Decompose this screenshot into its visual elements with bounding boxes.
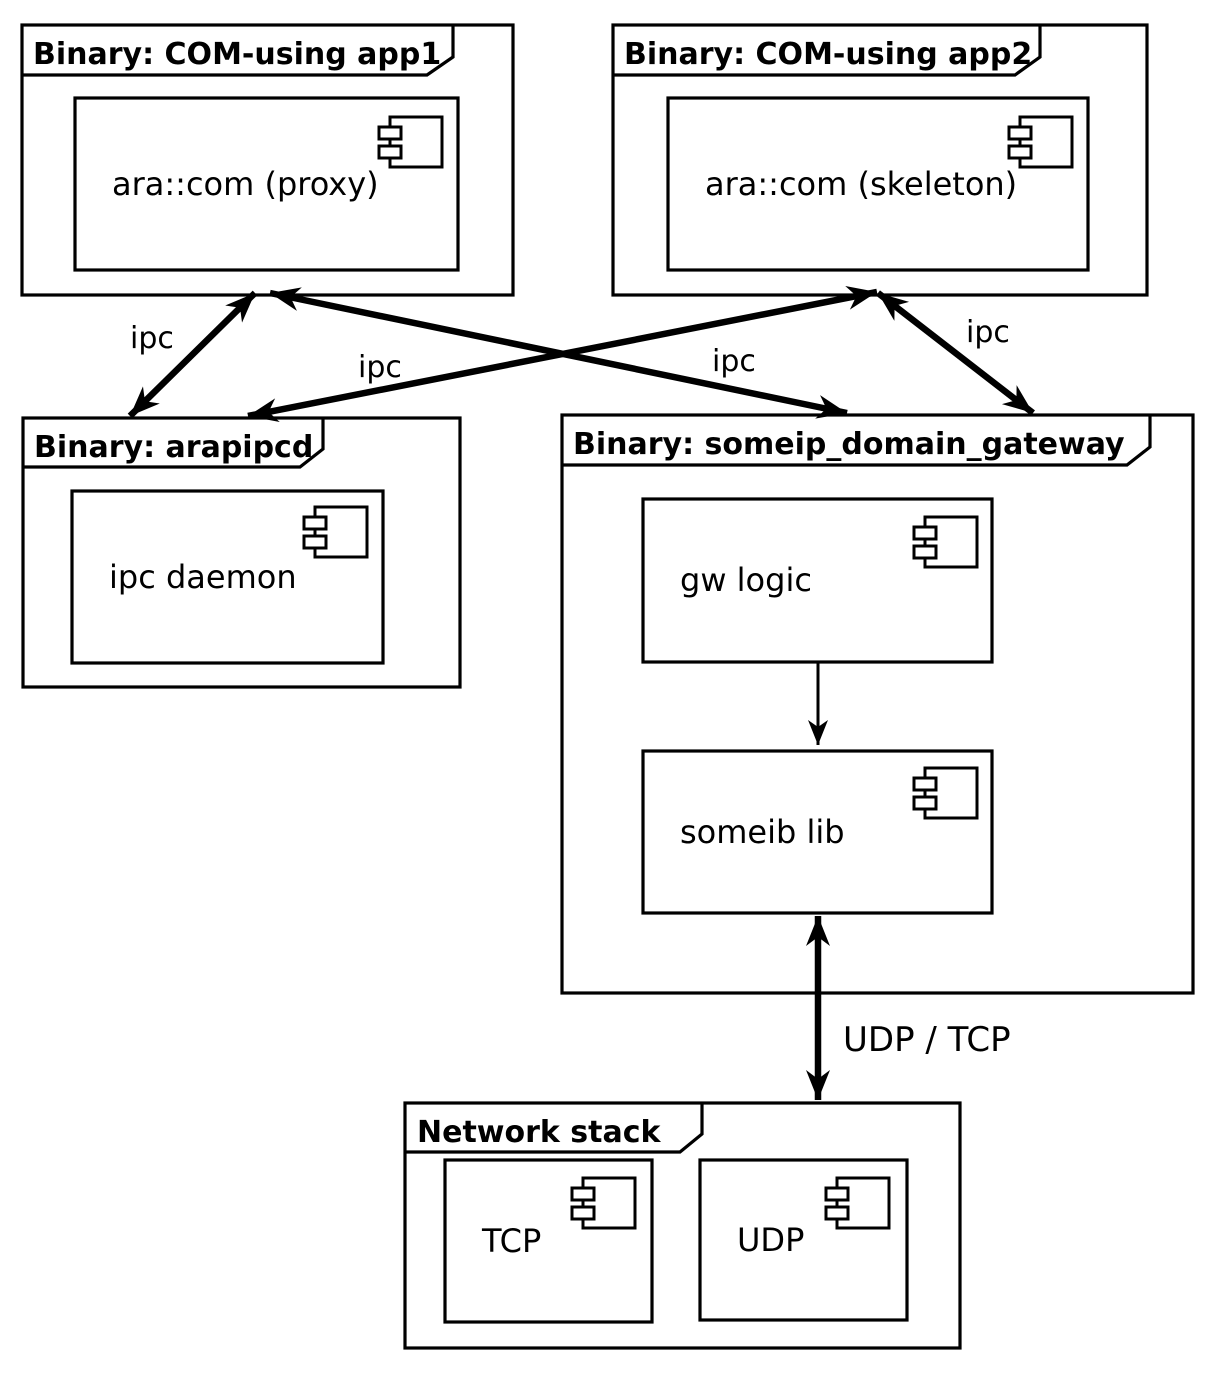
edges: ipc ipc ipc ipc UDP / TCP	[127, 286, 1035, 1100]
component-icon	[1007, 115, 1074, 169]
component-tcp: TCP	[443, 1158, 654, 1324]
package-tab	[613, 25, 1042, 77]
component-ipc-daemon: ipc daemon	[70, 489, 385, 665]
package-title: Binary: arapipcd	[34, 430, 313, 465]
package-title: Binary: someip_domain_gateway	[573, 427, 1125, 462]
component-ara-com-skeleton: ara::com (skeleton)	[666, 96, 1090, 272]
package-network-stack: Network stack TCP UDP	[403, 1101, 962, 1350]
component-label: someib lib	[680, 813, 845, 851]
package-title: Binary: COM-using app2	[624, 37, 1032, 72]
component-gw-logic: gw logic	[641, 497, 994, 664]
component-label: UDP	[737, 1221, 804, 1259]
component-udp: UDP	[698, 1158, 909, 1322]
component-label: gw logic	[680, 561, 812, 599]
component-label: ara::com (proxy)	[112, 165, 379, 203]
component-icon	[912, 515, 979, 569]
component-icon	[824, 1176, 891, 1230]
package-tab	[23, 418, 325, 469]
edge-label-ipc-app2-arapipcd: ipc	[358, 350, 402, 385]
component-label: ipc daemon	[109, 558, 297, 596]
edge-label-udp-tcp: UDP / TCP	[843, 1020, 1011, 1060]
package-tab	[405, 1103, 704, 1154]
edge-label-ipc-app1-arapipcd: ipc	[130, 321, 174, 356]
component-someib-lib: someib lib	[641, 749, 994, 915]
component-label: TCP	[481, 1222, 541, 1260]
component-ara-com-proxy: ara::com (proxy)	[73, 96, 460, 272]
package-title: Network stack	[417, 1115, 662, 1150]
edge-label-ipc-app1-gateway: ipc	[712, 344, 756, 379]
package-com-using-app2: Binary: COM-using app2 ara::com (skeleto…	[611, 23, 1149, 297]
package-title: Binary: COM-using app1	[33, 37, 441, 72]
package-tab	[22, 25, 455, 77]
package-com-using-app1: Binary: COM-using app1 ara::com (proxy)	[20, 23, 515, 297]
component-icon	[912, 766, 979, 820]
package-tab	[562, 415, 1152, 467]
component-icon	[570, 1176, 637, 1230]
component-icon	[302, 505, 369, 559]
edge-app2-arapipcd-arrow	[247, 286, 878, 422]
edge-app1-arapipcd-arrow	[127, 290, 258, 419]
package-someip-domain-gateway: Binary: someip_domain_gateway gw logic s…	[560, 413, 1195, 995]
edge-label-ipc-app2-gateway: ipc	[966, 315, 1010, 350]
component-label: ara::com (skeleton)	[705, 165, 1017, 203]
package-arapipcd: Binary: arapipcd ipc daemon	[21, 416, 462, 689]
edge-app2-gateway-arrow	[876, 290, 1035, 416]
component-icon	[377, 115, 444, 169]
